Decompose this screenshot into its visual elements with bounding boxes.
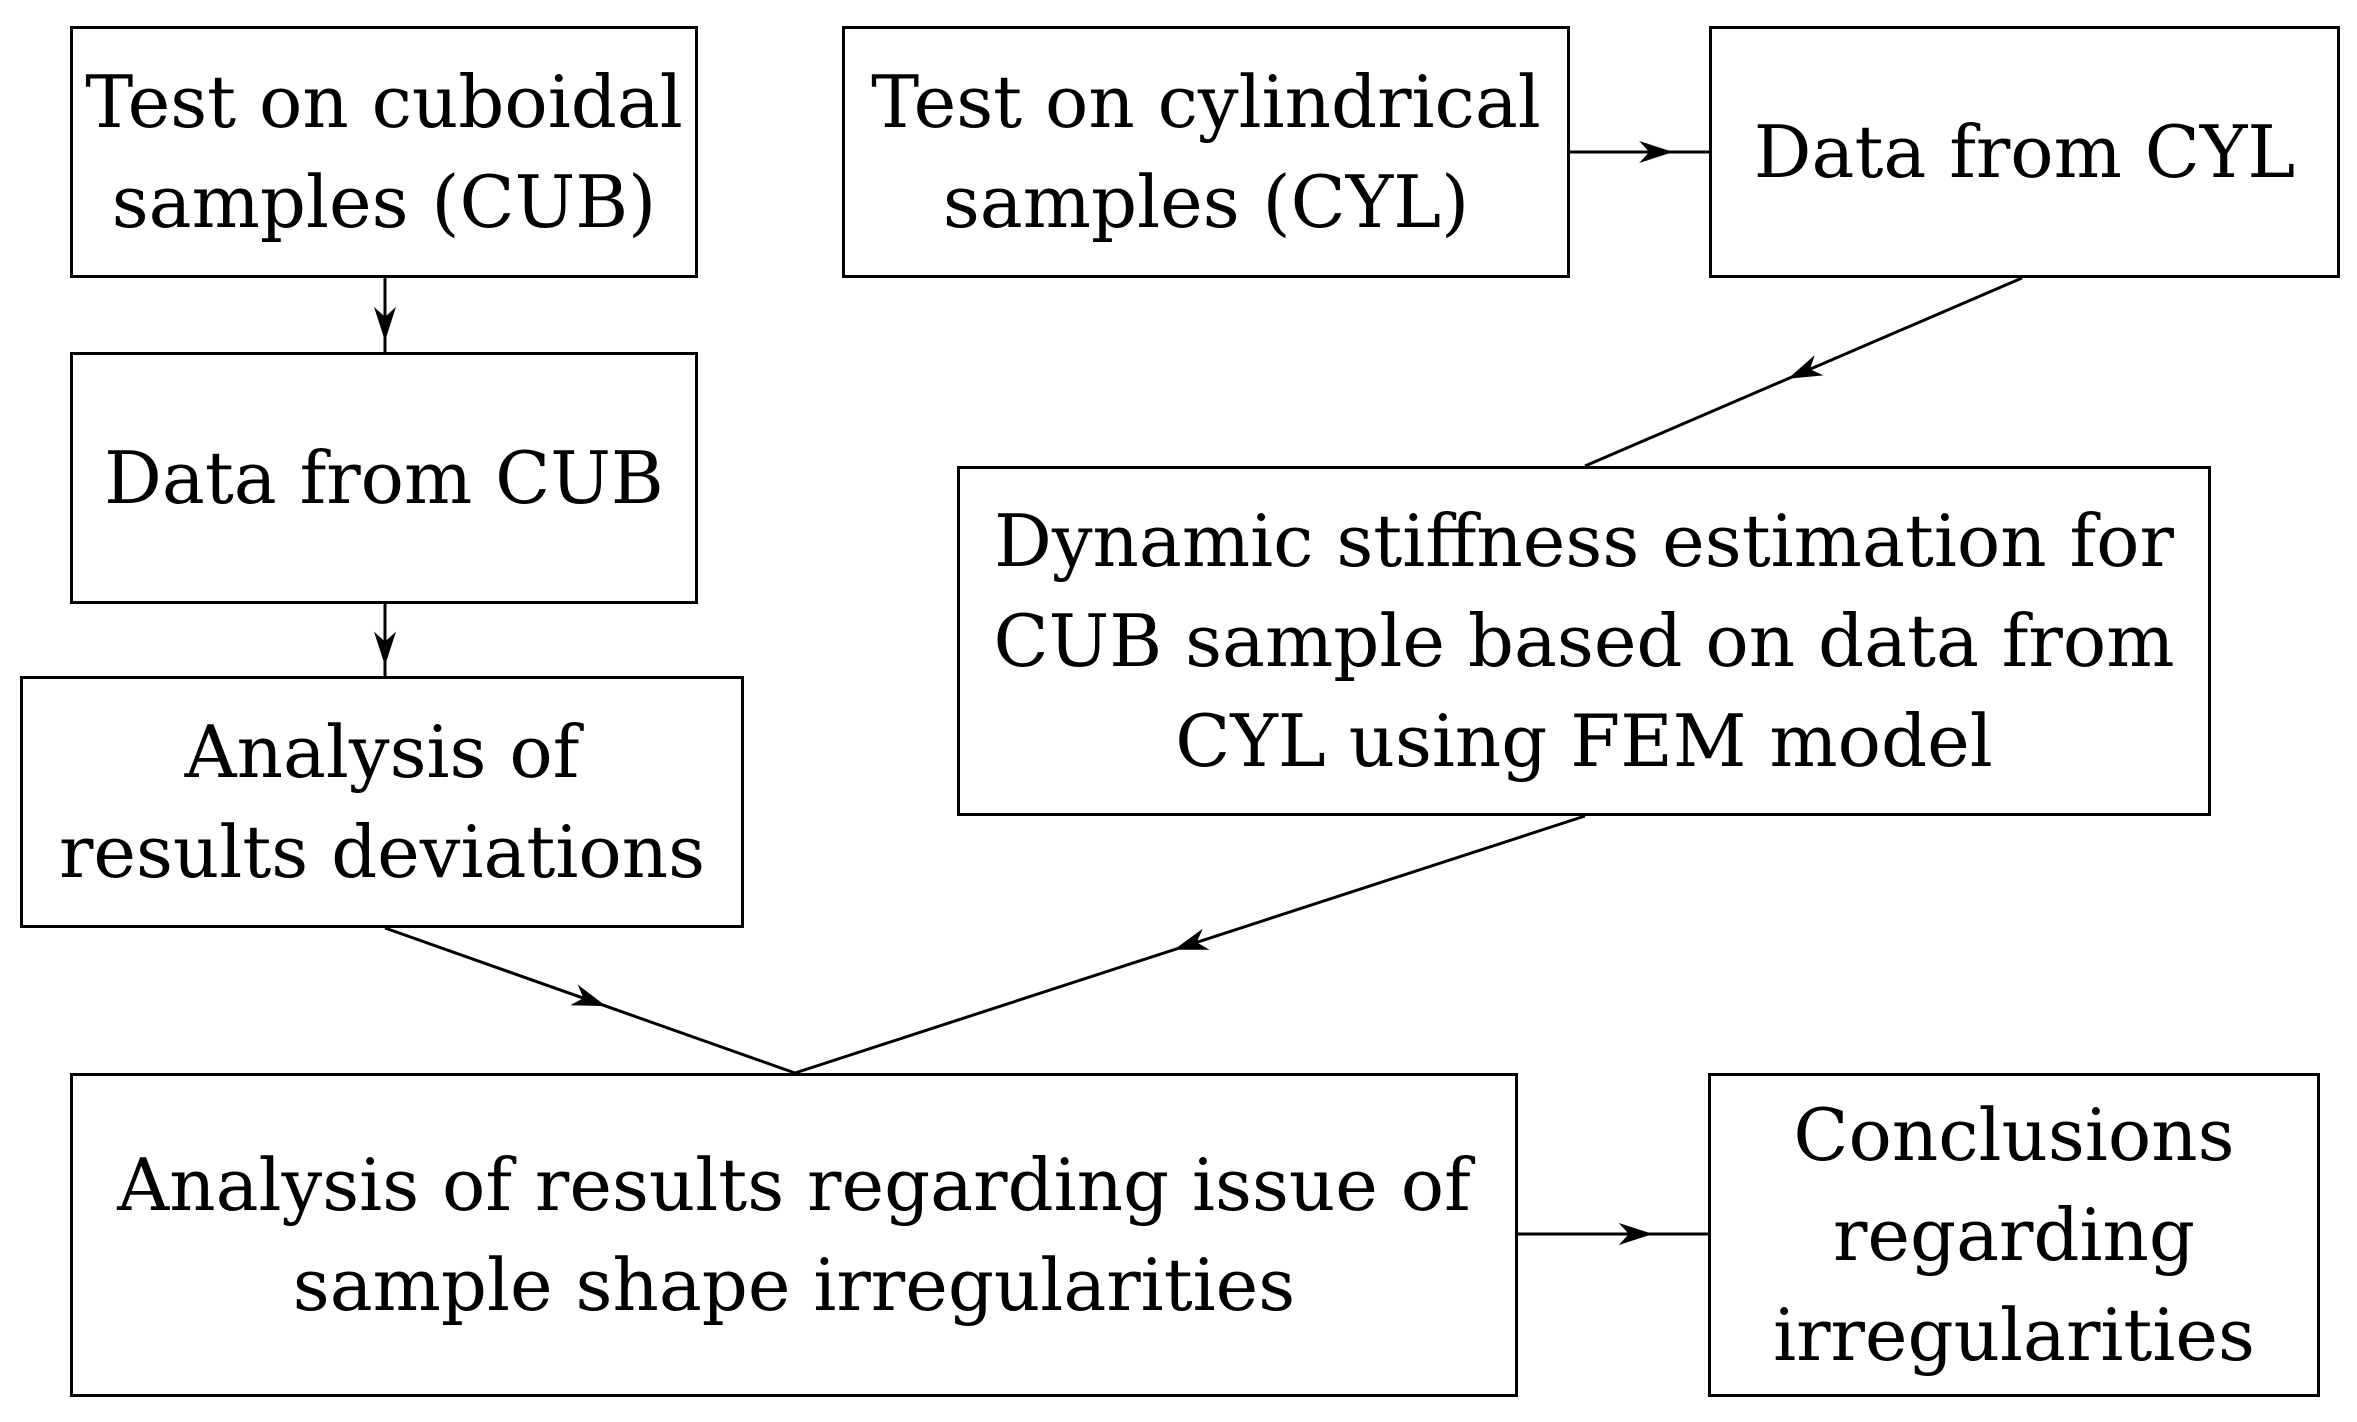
node-data-from-cub: Data from CUB [70,352,698,604]
node-test-cylindrical-samples-label: Test on cylindrical samples (CYL) [871,60,1541,244]
arrowhead-1 [374,631,396,666]
node-analysis-of-shape-irregularities: Analysis of results regarding issue of s… [70,1073,1518,1397]
arrowhead-5 [1173,928,1210,950]
node-test-cylindrical-samples: Test on cylindrical samples (CYL) [842,26,1570,278]
node-conclusions-regarding-irregularities: Conclusions regarding irregularities [1708,1073,2320,1397]
node-analysis-of-shape-irregularities-label: Analysis of results regarding issue of s… [117,1143,1471,1327]
arrowhead-0 [374,306,396,341]
node-data-from-cyl-label: Data from CYL [1753,110,2296,194]
arrowhead-2 [1639,141,1674,163]
node-dynamic-stiffness-estimation: Dynamic stiffness estimation for CUB sam… [957,466,2211,816]
node-analysis-of-results-deviations: Analysis of results deviations [20,676,744,928]
node-test-cuboidal-samples: Test on cuboidal samples (CUB) [70,26,698,278]
node-data-from-cyl: Data from CYL [1709,26,2340,278]
node-test-cuboidal-samples-label: Test on cuboidal samples (CUB) [85,60,683,244]
node-dynamic-stiffness-estimation-label: Dynamic stiffness estimation for CUB sam… [993,499,2175,783]
node-analysis-of-results-deviations-label: Analysis of results deviations [58,710,706,894]
node-data-from-cub-label: Data from CUB [104,436,664,520]
arrowhead-6 [1618,1223,1653,1245]
arrowhead-4 [570,984,607,1007]
node-conclusions-regarding-irregularities-label: Conclusions regarding irregularities [1773,1093,2255,1377]
arrowhead-3 [1787,355,1824,379]
